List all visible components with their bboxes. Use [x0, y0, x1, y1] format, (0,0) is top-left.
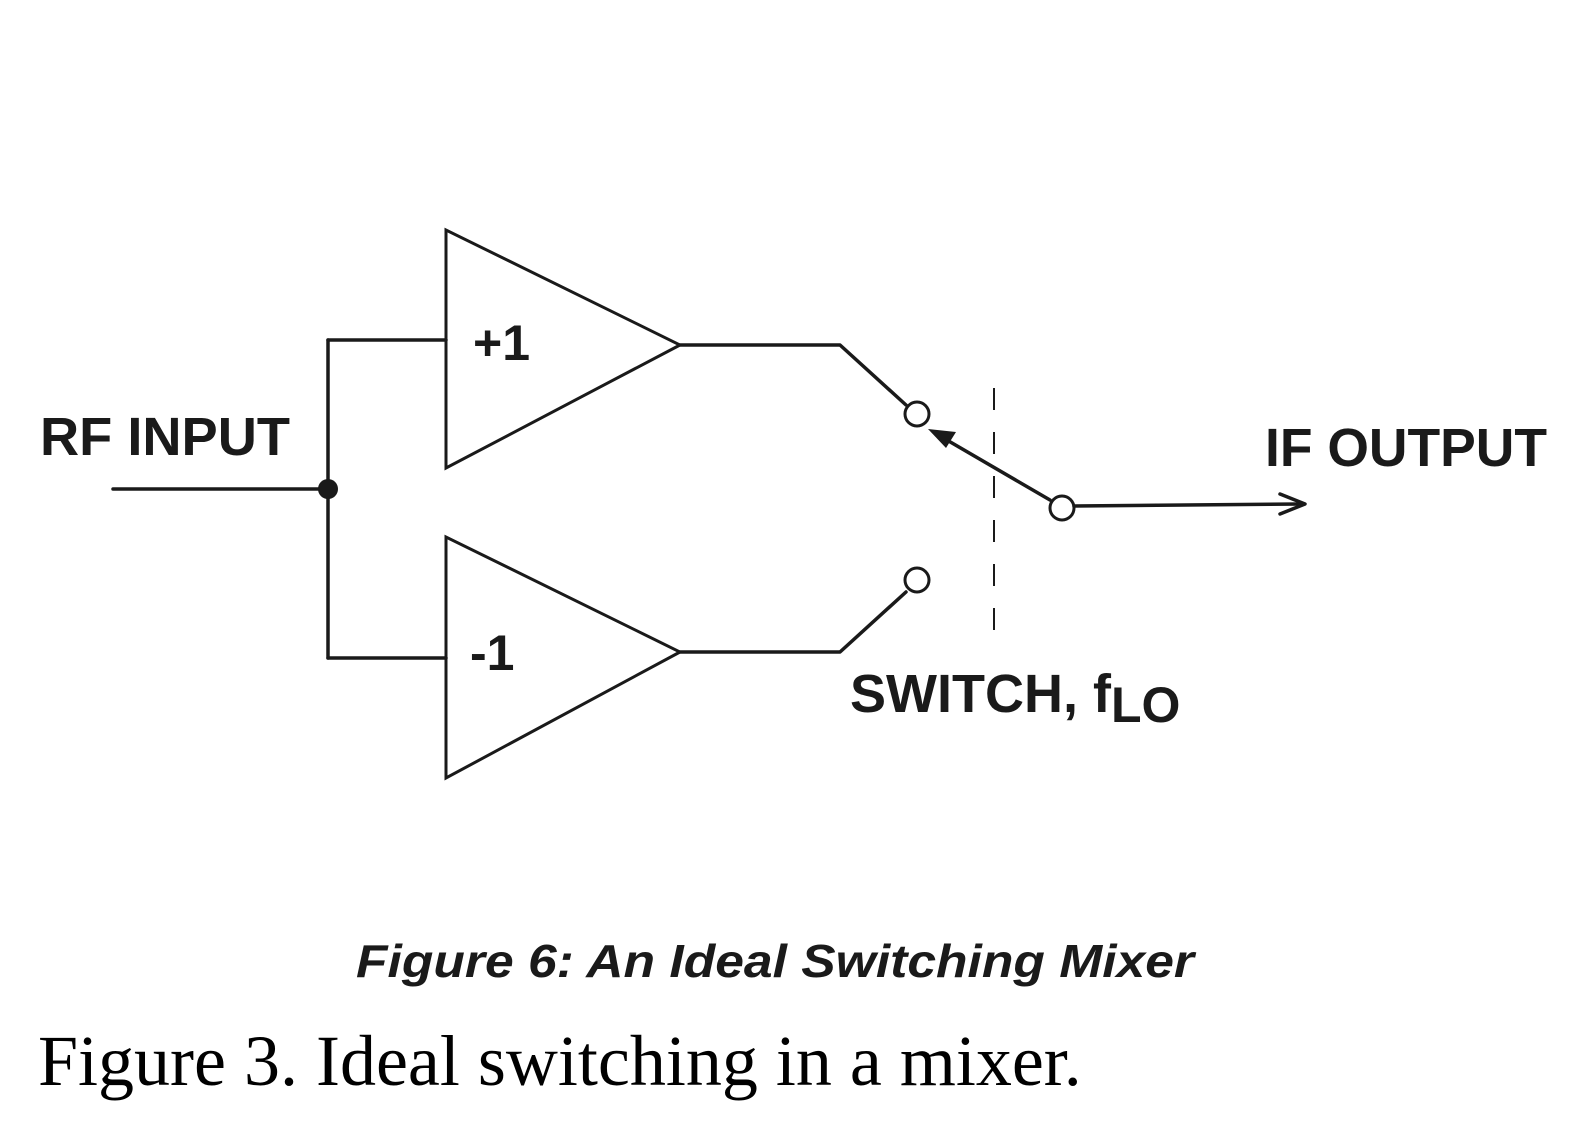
if-output-label: IF OUTPUT — [1265, 418, 1547, 478]
if-output-wire — [1072, 502, 1302, 508]
switch-label: SWITCH, fLO — [850, 664, 1180, 733]
switch-arm-arrowhead — [928, 429, 956, 448]
bottom-amp-output-wire — [678, 590, 908, 654]
amplifier-plus-one — [444, 227, 684, 471]
top-amp-output-wire — [678, 343, 908, 407]
amp-bottom-gain-label: -1 — [470, 625, 514, 681]
amplifier-minus-one — [444, 534, 684, 781]
amp-top-gain-label: +1 — [473, 315, 530, 371]
switch-label-main: SWITCH, f — [850, 664, 1112, 724]
switch-arm — [938, 434, 1052, 502]
figure-caption: Figure 3. Ideal switching in a mixer. — [38, 1021, 1082, 1101]
switch-top-contact — [903, 400, 931, 428]
rf-input-label: RF INPUT — [40, 407, 290, 467]
switch-pivot — [1048, 494, 1076, 522]
switch-bottom-contact — [903, 566, 931, 594]
inner-figure-caption: Figure 6: An Ideal Switching Mixer — [356, 935, 1196, 987]
switch-label-subscript: LO — [1111, 677, 1180, 733]
if-output-arrowhead — [1278, 492, 1307, 516]
